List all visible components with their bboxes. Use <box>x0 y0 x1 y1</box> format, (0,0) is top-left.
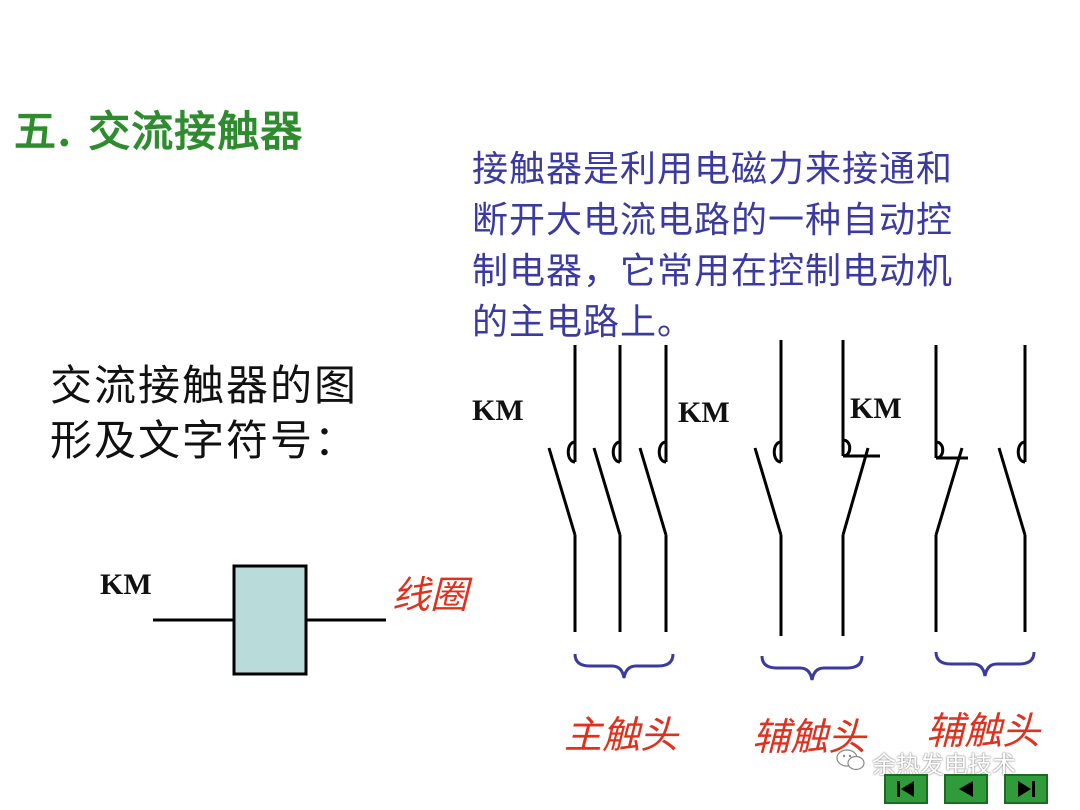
description-line: 断开大电流电路的一种自动控 <box>472 200 954 241</box>
page-title: 五. 交流接触器 <box>14 107 304 156</box>
aux-contacts-nc-symbol <box>934 345 1027 632</box>
main-contacts-brace <box>573 653 675 679</box>
wechat-icon <box>836 749 865 771</box>
symbol-heading-line: 形及文字符号： <box>50 416 359 465</box>
previous-page-button[interactable] <box>944 774 988 804</box>
coil-caption: 线圈 <box>392 573 469 617</box>
description-line: 的主电路上。 <box>472 302 695 343</box>
aux-contacts-no-brace <box>760 655 864 681</box>
symbol-heading: 交流接触器的图 形及文字符号： <box>50 358 358 468</box>
symbol-heading-line: 交流接触器的图 <box>50 361 359 410</box>
previous-page-icon <box>959 781 973 797</box>
aux-contacts-nc-brace <box>934 651 1036 677</box>
last-page-button[interactable] <box>1004 774 1048 804</box>
main-contacts-caption: 主触头 <box>564 713 679 757</box>
aux-contacts-no-symbol <box>753 340 880 636</box>
first-page-icon <box>897 781 914 797</box>
last-page-icon <box>1018 781 1035 797</box>
coil-label: KM <box>100 568 152 601</box>
main-contacts-label: KM <box>472 394 524 427</box>
description-line: 接触器是利用电磁力来接通和 <box>472 149 954 190</box>
main-contacts-symbol <box>547 345 668 632</box>
description-line: 制电器，它常用在控制电动机 <box>472 251 954 292</box>
aux-contacts-no-label: KM <box>678 396 730 429</box>
coil-symbol <box>153 564 386 676</box>
description-text: 接触器是利用电磁力来接通和 断开大电流电路的一种自动控 制电器，它常用在控制电动… <box>472 144 953 348</box>
aux-contacts-nc-label: KM <box>850 392 902 425</box>
first-page-button[interactable] <box>884 774 928 804</box>
aux-contacts-nc-caption: 辅触头 <box>926 709 1041 753</box>
